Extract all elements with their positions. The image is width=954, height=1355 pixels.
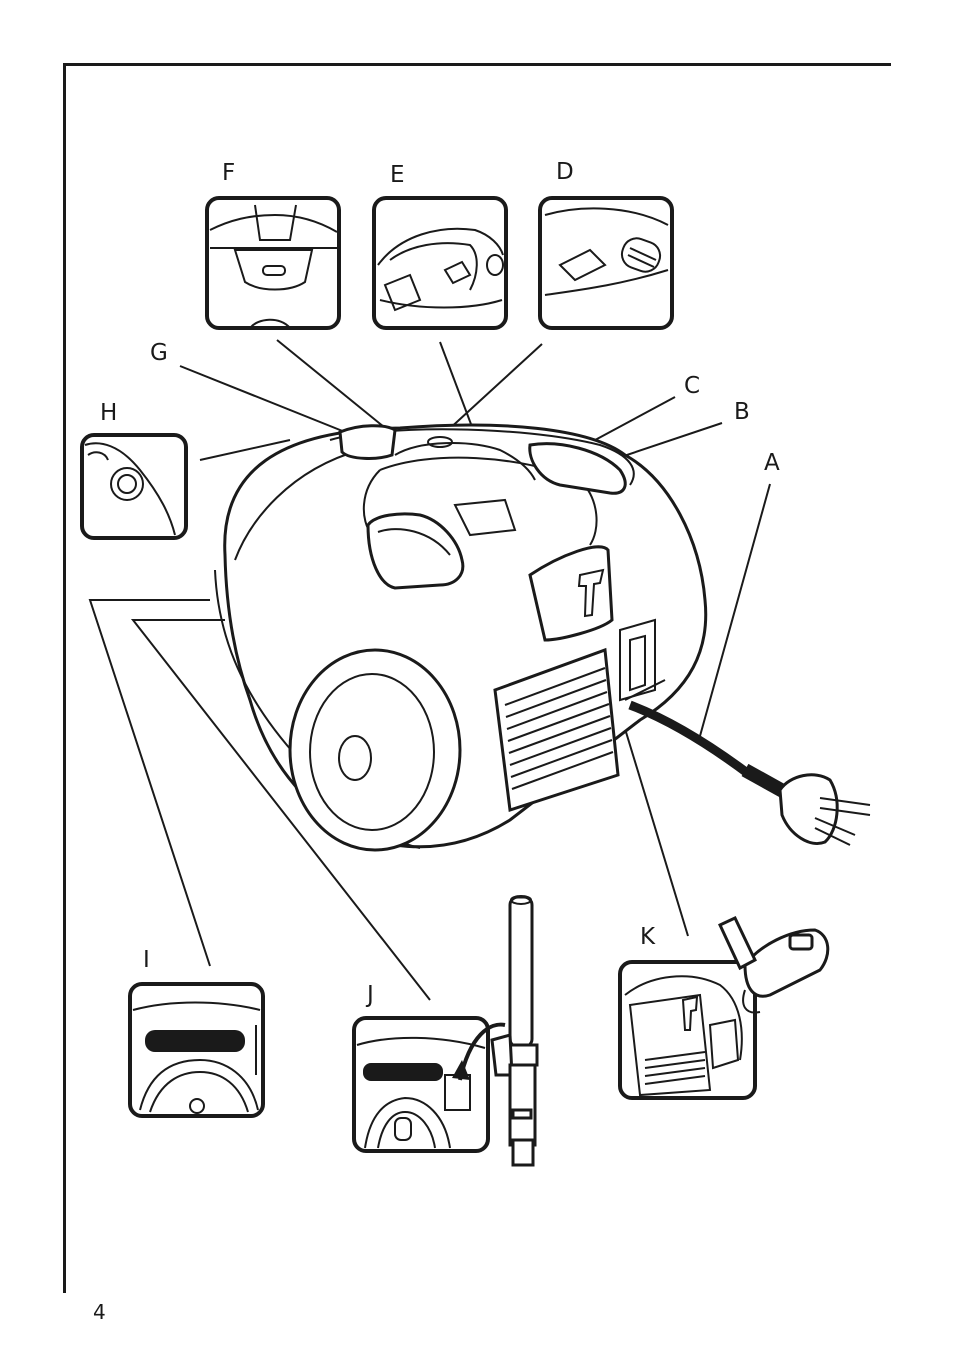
label-K: K <box>640 924 656 950</box>
detail-H <box>82 435 186 538</box>
telescopic-tube <box>492 896 537 1165</box>
vacuum-body <box>215 425 870 850</box>
label-J: J <box>365 982 374 1008</box>
label-F: F <box>222 160 235 186</box>
label-D: D <box>556 159 574 185</box>
page-number: 4 <box>93 1300 106 1324</box>
leader-I <box>90 600 210 966</box>
label-G: G <box>150 340 168 366</box>
leader-G <box>180 366 365 440</box>
label-A: A <box>764 450 780 476</box>
label-H: H <box>100 400 117 426</box>
leader-A <box>700 484 770 736</box>
detail-D <box>540 198 672 328</box>
detail-I <box>130 984 263 1116</box>
detail-J <box>354 1018 505 1151</box>
detail-E <box>374 198 506 328</box>
label-I: I <box>143 947 150 973</box>
label-C: C <box>684 373 700 399</box>
label-E: E <box>390 162 405 188</box>
label-B: B <box>734 399 750 425</box>
detail-F <box>207 198 339 328</box>
